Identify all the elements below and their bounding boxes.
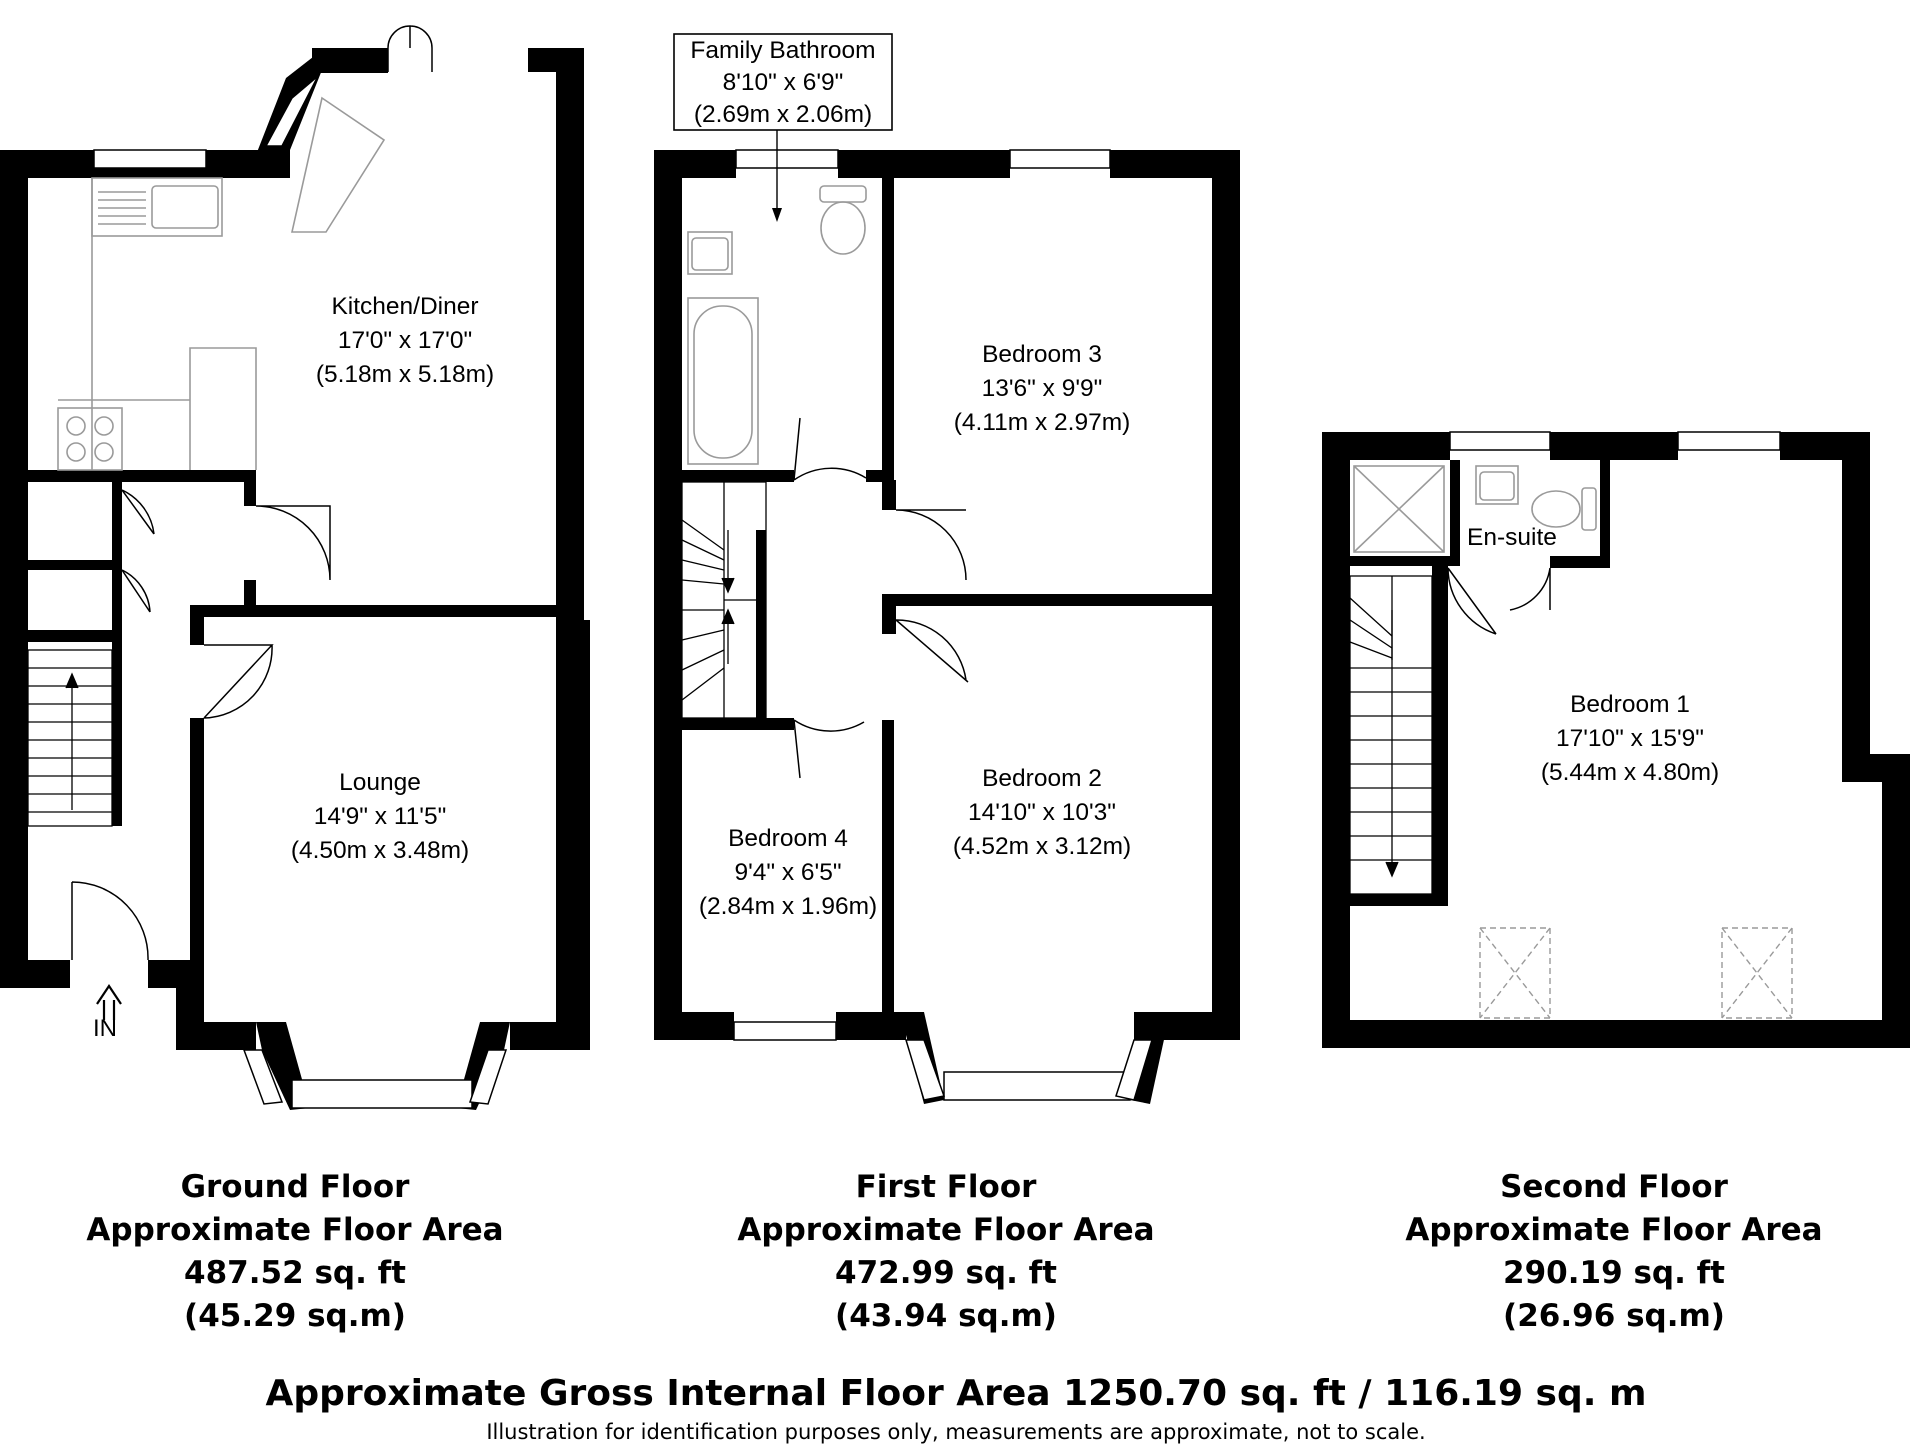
floor-area-sqft: 472.99 sq. ft bbox=[835, 1255, 1057, 1291]
window bbox=[735, 149, 839, 169]
window bbox=[93, 149, 207, 169]
window bbox=[1115, 1039, 1154, 1101]
room-name-kitchen: Kitchen/Diner bbox=[331, 293, 478, 320]
ground-floor-doors bbox=[71, 489, 331, 961]
floor-subtitle: Approximate Floor Area bbox=[1405, 1212, 1823, 1248]
entrance-label: IN bbox=[93, 1015, 117, 1042]
window bbox=[468, 1049, 508, 1105]
second-floor-doors bbox=[1447, 567, 1551, 635]
window bbox=[1677, 431, 1781, 451]
skylight bbox=[1479, 927, 1551, 1019]
window bbox=[242, 1049, 284, 1105]
ensuite-fittings bbox=[1353, 465, 1597, 553]
room-size-imperial-kitchen: 17'0" x 17'0" bbox=[338, 327, 472, 354]
staircase bbox=[681, 481, 767, 719]
room-name-bathroom: Family Bathroom bbox=[690, 37, 875, 64]
floor-area-sqm: (26.96 sq.m) bbox=[1503, 1298, 1725, 1334]
floor-title: Second Floor bbox=[1500, 1169, 1728, 1205]
window bbox=[943, 1071, 1131, 1101]
room-size-metric-bedroom3: (4.11m x 2.97m) bbox=[954, 409, 1131, 436]
room-size-imperial-bathroom: 8'10" x 6'9" bbox=[723, 69, 844, 96]
room-size-metric-bathroom: (2.69m x 2.06m) bbox=[694, 101, 872, 128]
second-floor-plan: En-suite Bedroom 1 17'10" x 15'9" (5.44m… bbox=[1322, 431, 1910, 1048]
kitchen-fittings bbox=[57, 96, 386, 471]
window bbox=[1009, 149, 1111, 169]
room-size-imperial-lounge: 14'9" x 11'5" bbox=[314, 803, 447, 830]
floor-subtitle: Approximate Floor Area bbox=[737, 1212, 1155, 1248]
first-floor-walls bbox=[654, 150, 1240, 1104]
floor-title: Ground Floor bbox=[180, 1169, 410, 1205]
room-size-metric-kitchen: (5.18m x 5.18m) bbox=[316, 361, 494, 388]
room-size-metric-bedroom1: (5.44m x 4.80m) bbox=[1541, 759, 1719, 786]
room-size-imperial-bedroom2: 14'10" x 10'3" bbox=[968, 799, 1116, 826]
room-name-lounge: Lounge bbox=[339, 769, 421, 796]
ground-floor-walls bbox=[0, 48, 590, 1110]
floor-area-sqft: 487.52 sq. ft bbox=[184, 1255, 406, 1291]
bathroom-callout-box bbox=[673, 33, 893, 131]
ground-floor-plan: IN Kitchen/Diner 17'0" x 17'0" (5.18m x … bbox=[0, 25, 590, 1110]
room-name-bedroom2: Bedroom 2 bbox=[982, 765, 1102, 792]
room-size-metric-lounge: (4.50m x 3.48m) bbox=[291, 837, 469, 864]
room-name-bedroom4: Bedroom 4 bbox=[728, 825, 848, 852]
room-size-metric-bedroom4: (2.84m x 1.96m) bbox=[699, 893, 877, 920]
room-size-imperial-bedroom1: 17'10" x 15'9" bbox=[1556, 725, 1704, 752]
entrance-arrow-icon bbox=[96, 984, 122, 1020]
window bbox=[904, 1039, 945, 1101]
room-name-ensuite: En-suite bbox=[1467, 524, 1557, 551]
room-size-imperial-bedroom4: 9'4" x 6'5" bbox=[734, 859, 841, 886]
french-doors bbox=[387, 25, 433, 72]
gross-floor-area: Approximate Gross Internal Floor Area 12… bbox=[265, 1373, 1647, 1414]
floor-title: First Floor bbox=[855, 1169, 1037, 1205]
window bbox=[1449, 431, 1551, 451]
staircase bbox=[1349, 575, 1433, 895]
bathroom-fittings bbox=[687, 185, 867, 465]
second-floor-walls bbox=[1322, 432, 1910, 1048]
floor-subtitle: Approximate Floor Area bbox=[86, 1212, 504, 1248]
disclaimer: Illustration for identification purposes… bbox=[486, 1420, 1426, 1444]
second-floor-caption: Second Floor Approximate Floor Area 290.… bbox=[1334, 1166, 1894, 1338]
window bbox=[264, 75, 319, 147]
floor-area-sqm: (43.94 sq.m) bbox=[835, 1298, 1057, 1334]
room-name-bedroom3: Bedroom 3 bbox=[982, 341, 1102, 368]
floor-area-sqft: 290.19 sq. ft bbox=[1503, 1255, 1725, 1291]
ground-floor-caption: Ground Floor Approximate Floor Area 487.… bbox=[15, 1166, 575, 1338]
floor-area-sqm: (45.29 sq.m) bbox=[184, 1298, 406, 1334]
room-name-bedroom1: Bedroom 1 bbox=[1570, 691, 1690, 718]
window bbox=[733, 1021, 837, 1041]
window bbox=[291, 1079, 473, 1109]
room-size-imperial-bedroom3: 13'6" x 9'9" bbox=[982, 375, 1103, 402]
room-size-metric-bedroom2: (4.52m x 3.12m) bbox=[953, 833, 1131, 860]
first-floor-plan: Family Bathroom 8'10" x 6'9" (2.69m x 2.… bbox=[654, 33, 1240, 1104]
staircase bbox=[27, 649, 113, 827]
first-floor-doors bbox=[793, 417, 969, 779]
skylight bbox=[1721, 927, 1793, 1019]
first-floor-caption: First Floor Approximate Floor Area 472.9… bbox=[666, 1166, 1226, 1338]
